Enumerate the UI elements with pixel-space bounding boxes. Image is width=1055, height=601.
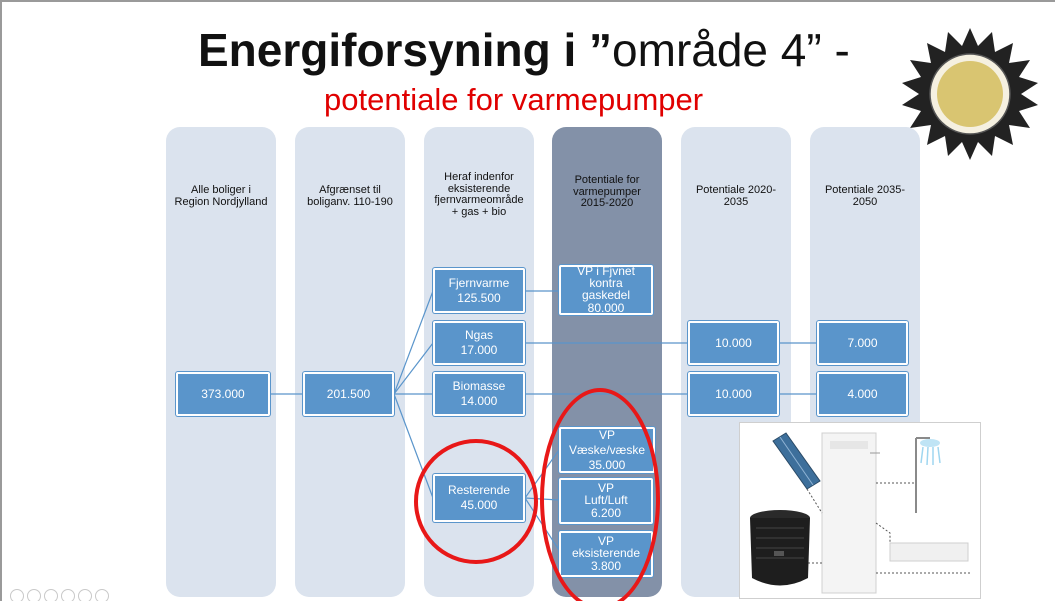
highlight-ellipse-vp bbox=[540, 388, 660, 601]
box-value: 10.000 bbox=[715, 386, 752, 401]
highlight-ellipse-resterende bbox=[414, 439, 538, 564]
box-value: 80.000 bbox=[587, 300, 625, 315]
sun-badge-icon bbox=[902, 28, 1038, 160]
slide-nav-icons bbox=[10, 589, 109, 601]
box-value: 10.000 bbox=[715, 335, 752, 350]
title-light-part: område 4” - bbox=[612, 24, 850, 76]
box-alle-boliger: 373.000 bbox=[176, 372, 270, 416]
column-header: Heraf indenfor eksisterende fjernvarmeom… bbox=[434, 171, 524, 218]
nav-next-icon[interactable] bbox=[27, 589, 41, 601]
box-label: Fjernvarme bbox=[448, 275, 510, 290]
column-header: Afgrænset til boliganv. 110-190 bbox=[307, 184, 393, 208]
zoom-icon[interactable] bbox=[78, 589, 92, 601]
column-header: Potentiale 2020- 2035 bbox=[695, 184, 777, 208]
box-label: Biomasse bbox=[452, 379, 506, 393]
grid-icon[interactable] bbox=[61, 589, 75, 601]
box-value: 373.000 bbox=[201, 386, 245, 401]
more-icon[interactable] bbox=[95, 589, 109, 601]
box-value: 14.000 bbox=[460, 394, 498, 408]
box-value: 201.500 bbox=[326, 386, 371, 401]
column-header: Alle boliger i Region Nordjylland bbox=[174, 184, 268, 208]
title-bold-part: Energiforsyning i ” bbox=[198, 24, 613, 76]
pen-icon[interactable] bbox=[44, 589, 58, 601]
box-value: 17.000 bbox=[460, 343, 498, 357]
column-alle-boliger bbox=[166, 127, 276, 597]
box-bio-2050: 4.000 bbox=[817, 372, 908, 416]
box-ngas-2035: 10.000 bbox=[688, 321, 779, 365]
box-afgraenset: 201.500 bbox=[303, 372, 394, 416]
heat-pump-illustration bbox=[740, 423, 980, 598]
box-ngas-2050: 7.000 bbox=[817, 321, 908, 365]
box-label: Ngas bbox=[464, 328, 493, 342]
box-bio-2035: 10.000 bbox=[688, 372, 779, 416]
column-header: Potentiale 2035- 2050 bbox=[824, 184, 906, 208]
box-value: 4.000 bbox=[847, 386, 878, 401]
slide-title: Energiforsyning i ”område 4” - bbox=[198, 24, 898, 76]
slide-subtitle: potentiale for varmepumper bbox=[324, 82, 704, 117]
column-afgraenset bbox=[295, 127, 405, 597]
nav-prev-icon[interactable] bbox=[10, 589, 24, 601]
box-label: VP i Fjvnet kontra gaskedel bbox=[577, 263, 635, 302]
column-header: Potentiale for varmepumper 2015-2020 bbox=[573, 174, 641, 209]
box-value: 7.000 bbox=[847, 335, 878, 350]
box-value: 125.500 bbox=[457, 290, 501, 305]
heat-pump-system-image bbox=[739, 422, 981, 599]
